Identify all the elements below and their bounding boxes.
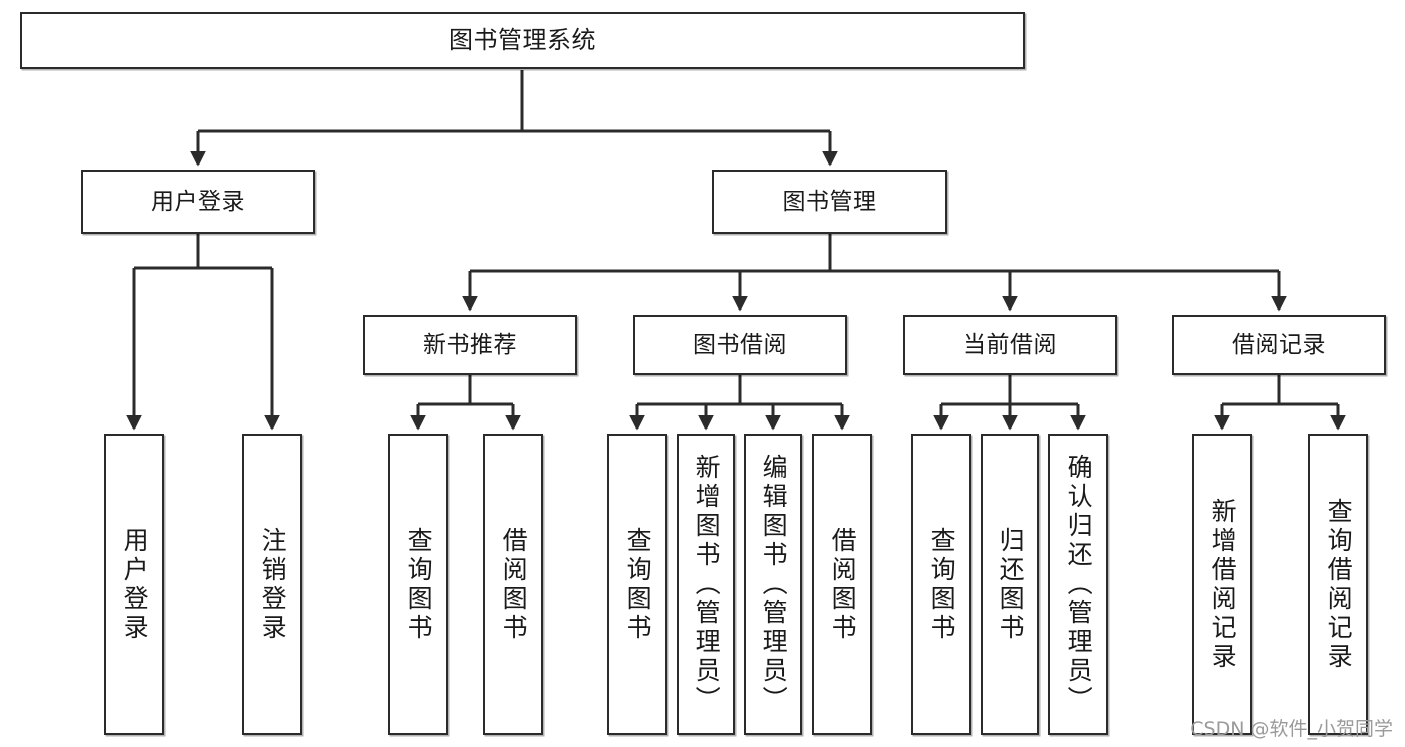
node-leaf-edit-book[interactable]: 编辑图书（管理员） [744,434,802,735]
node-leaf-confirm-return[interactable]: 确认归还（管理员） [1048,434,1108,735]
node-new-book-recommend-label: 新书推荐 [423,331,517,358]
node-leaf-add-record[interactable]: 新增借阅记录 [1192,434,1252,735]
node-leaf-query-record-label: 查询借阅记录 [1324,497,1354,672]
node-book-manage-label: 图书管理 [782,188,877,215]
node-leaf-edit-book-label: 编辑图书（管理员） [759,454,789,715]
node-leaf-confirm-return-label: 确认归还（管理员） [1064,454,1094,715]
node-leaf-query-book-3-label: 查询图书 [927,526,957,643]
node-root-label: 图书管理系统 [449,25,596,54]
node-leaf-query-book-2-label: 查询图书 [623,526,653,643]
node-leaf-query-book-2[interactable]: 查询图书 [607,434,667,735]
node-user-login-label: 用户登录 [151,188,245,215]
node-book-borrow[interactable]: 图书借阅 [633,315,847,375]
node-root[interactable]: 图书管理系统 [20,12,1025,69]
node-leaf-add-record-label: 新增借阅记录 [1208,497,1238,672]
csdn-watermark: CSDN @软件_小贺同学 [1190,718,1393,740]
node-current-borrow-label: 当前借阅 [963,331,1057,358]
node-book-borrow-label: 图书借阅 [693,331,787,358]
node-borrow-record[interactable]: 借阅记录 [1172,315,1386,375]
node-user-login[interactable]: 用户登录 [81,170,315,234]
node-borrow-record-label: 借阅记录 [1232,331,1326,358]
node-leaf-query-record[interactable]: 查询借阅记录 [1308,434,1368,735]
node-leaf-return-book-label: 归还图书 [996,526,1026,643]
node-new-book-recommend[interactable]: 新书推荐 [363,315,577,375]
node-leaf-logout-login[interactable]: 注销登录 [242,434,302,735]
node-leaf-borrow-book-2-label: 借阅图书 [828,526,858,643]
node-leaf-query-book-1[interactable]: 查询图书 [388,434,448,735]
node-book-manage[interactable]: 图书管理 [712,170,947,234]
node-leaf-borrow-book-1[interactable]: 借阅图书 [483,434,543,735]
node-leaf-add-book[interactable]: 新增图书（管理员） [677,434,735,735]
node-leaf-borrow-book-1-label: 借阅图书 [499,526,529,643]
node-leaf-add-book-label: 新增图书（管理员） [692,454,722,715]
node-leaf-borrow-book-2[interactable]: 借阅图书 [812,434,872,735]
node-leaf-query-book-3[interactable]: 查询图书 [911,434,971,735]
node-leaf-logout-login-label: 注销登录 [258,526,288,643]
node-leaf-user-login-label: 用户登录 [120,526,150,643]
node-leaf-return-book[interactable]: 归还图书 [981,434,1039,735]
node-leaf-query-book-1-label: 查询图书 [404,526,434,643]
node-current-borrow[interactable]: 当前借阅 [903,315,1117,375]
node-leaf-user-login[interactable]: 用户登录 [104,434,164,735]
